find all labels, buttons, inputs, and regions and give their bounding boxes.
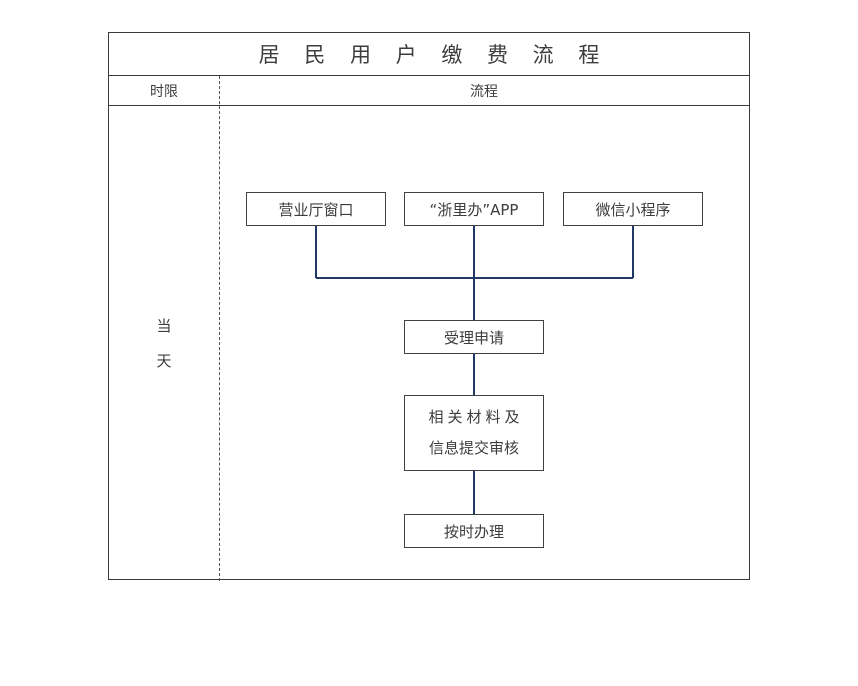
- page-title: 居 民 用 户 缴 费 流 程: [258, 43, 609, 67]
- node-label-line-1: 相关材料及: [428, 408, 524, 426]
- node-zhelishiban-app[interactable]: “浙里办”APP: [404, 192, 544, 226]
- node-label: “浙里办”APP: [429, 200, 519, 219]
- column-divider: [219, 76, 220, 581]
- node-label: 营业厅窗口: [278, 200, 354, 219]
- table-header-row: 时限 流程: [109, 76, 749, 106]
- node-label: 微信小程序: [595, 200, 671, 219]
- node-label-line-2: 信息提交审核: [428, 439, 519, 457]
- header-time-limit: 时限: [150, 83, 178, 100]
- time-limit-char-2: 天: [156, 351, 172, 370]
- time-limit-cell: 当 天: [109, 106, 219, 581]
- table-title-row: 居 民 用 户 缴 费 流 程: [109, 33, 749, 76]
- time-limit-char-1: 当: [156, 316, 172, 335]
- flow-table: 居 民 用 户 缴 费 流 程 时限 流程 当 天: [108, 32, 750, 581]
- node-label: 按时办理: [443, 522, 504, 541]
- node-submit-materials-review[interactable]: 相关材料及 信息提交审核: [404, 395, 544, 471]
- flow-canvas: 营业厅窗口 “浙里办”APP 微信小程序 受理申请 相关材料及 信息提交审核 按…: [219, 106, 749, 581]
- node-process-on-time[interactable]: 按时办理: [404, 514, 544, 548]
- table-body: 当 天: [109, 106, 749, 581]
- header-flow: 流程: [470, 83, 498, 100]
- node-accept-application[interactable]: 受理申请: [404, 320, 544, 354]
- node-wechat-mini-program[interactable]: 微信小程序: [563, 192, 703, 226]
- node-label: 受理申请: [443, 328, 504, 347]
- node-business-hall-window[interactable]: 营业厅窗口: [246, 192, 386, 226]
